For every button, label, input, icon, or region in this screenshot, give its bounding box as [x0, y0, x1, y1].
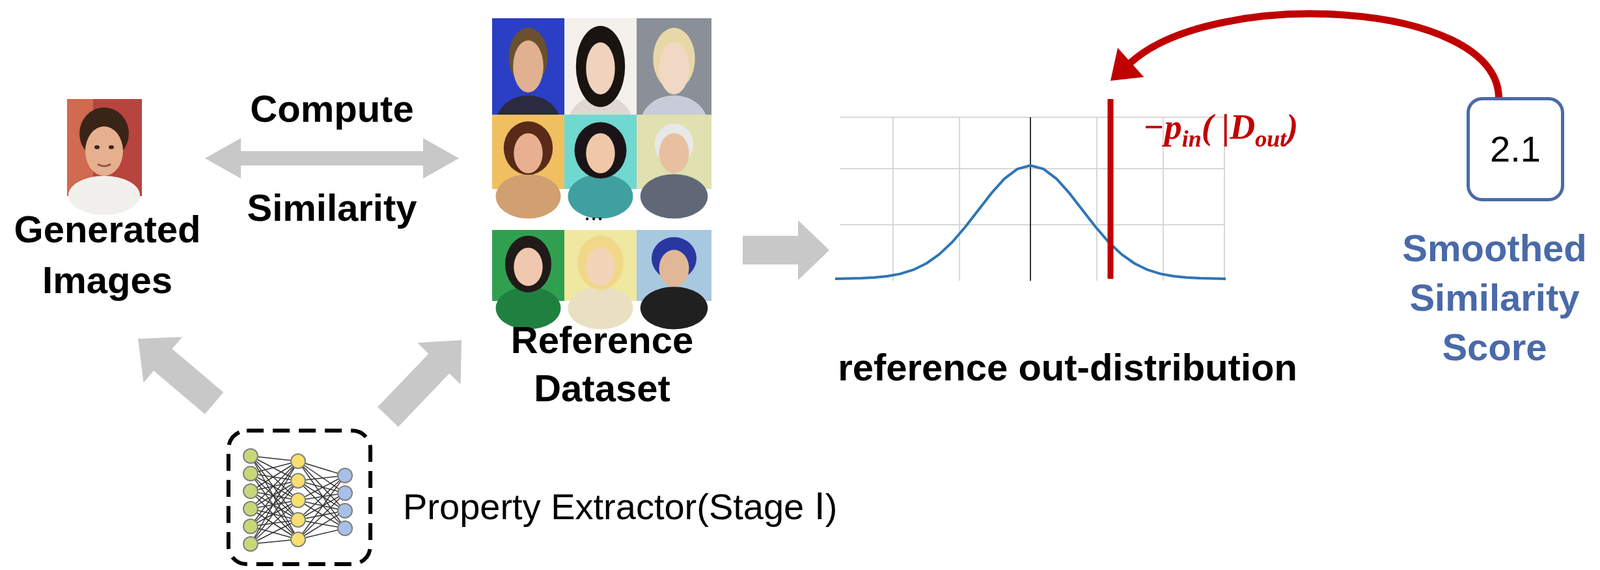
block-arrow — [377, 339, 462, 427]
generated-face-image-part — [94, 145, 100, 150]
chart-grid-part — [1096, 117, 1098, 281]
reference-face-tiles-part-part — [492, 229, 565, 301]
chart-grid-part — [892, 117, 894, 281]
block-arrow — [205, 137, 459, 179]
nn-unit — [243, 536, 258, 551]
node-label: Property Extractor(Stage Ⅰ) — [402, 483, 937, 530]
formula-part: out — [1255, 125, 1287, 152]
block-arrow — [742, 220, 830, 280]
neural-net-icon — [243, 448, 353, 551]
node-caption: Smoothed Similarity Score — [1396, 223, 1593, 372]
node: Generated Images — [9, 97, 206, 293]
reference-face-tiles-part-part — [577, 235, 624, 290]
generated-face-image-part — [97, 164, 111, 166]
formula-part: ( |D — [1201, 107, 1256, 147]
reference-face-tiles-part-part — [585, 247, 615, 286]
edge-label-wrap: Compute Similarity — [246, 59, 417, 258]
nn-unit — [290, 531, 306, 547]
mean-line — [1029, 117, 1032, 281]
formula-part: ) — [1286, 107, 1298, 147]
connector — [205, 137, 459, 179]
nn-unit — [243, 466, 258, 481]
nn-unit — [337, 485, 353, 500]
score-value: 2.1 — [1469, 100, 1561, 198]
formula-part: −p — [1143, 107, 1183, 147]
nn-unit — [290, 453, 306, 469]
formula-part: in — [1182, 125, 1202, 152]
chart-grid-part — [958, 117, 961, 281]
formula-wrap: −pin( |Dout) — [1143, 104, 1298, 154]
nn-unit — [290, 512, 306, 527]
reference-face-tiles-part-part — [640, 173, 709, 219]
reference-face-tiles-part — [636, 229, 712, 330]
ellipsis-label: ... — [583, 198, 604, 226]
nn-unit — [337, 520, 353, 536]
connector — [377, 339, 462, 427]
nn-unit — [290, 492, 306, 508]
nn-unit — [243, 518, 258, 534]
reference-face-tiles-part-part — [564, 114, 637, 189]
node-label: Generated Images — [9, 203, 206, 306]
reference-face-tiles-part-part — [505, 235, 552, 293]
nn-link — [298, 499, 345, 528]
reference-face-tiles-part-part — [659, 133, 690, 174]
reference-face-tiles-part-part — [574, 121, 627, 179]
chart-grid-part — [839, 167, 1225, 170]
extractor-dashed-box — [228, 430, 371, 564]
score-box: 2.1 — [1466, 96, 1565, 202]
reference-face-tiles-part — [636, 114, 712, 219]
node: 2.1Smoothed Similarity Score — [1396, 91, 1593, 365]
generated-face-image-part — [108, 145, 114, 150]
node-label: Reference Dataset — [488, 315, 717, 413]
connector — [1110, 13, 1500, 97]
reference-face-tiles-part-part — [496, 173, 562, 219]
reference-face-tiles-part-part — [503, 121, 553, 175]
nn-unit — [243, 501, 258, 516]
reference-face-tiles-part-part — [576, 26, 625, 107]
chart-grid-part — [839, 223, 1225, 226]
edge-label: Compute Similarity — [246, 59, 417, 258]
ellipsis-wrap: ... — [583, 198, 604, 226]
reference-face-tiles-part-part — [564, 18, 637, 115]
curved-arrow — [1130, 13, 1499, 97]
nn-unit — [337, 468, 353, 483]
reference-face-tiles-part-part — [513, 133, 543, 174]
generated-face-image-part — [85, 126, 124, 176]
reference-face-tiles-part — [492, 229, 565, 330]
connector — [137, 336, 224, 414]
gaussian-curve — [835, 165, 1226, 279]
reference-face-tiles-part-part — [659, 42, 690, 95]
nn-unit — [243, 483, 258, 498]
reference-face-tiles-part — [492, 114, 565, 219]
nn-unit — [243, 448, 258, 463]
generated-face-image — [67, 98, 142, 215]
nn-unit — [337, 503, 353, 518]
reference-face-tiles-part-part — [585, 133, 615, 174]
reference-face-tiles-part-part — [513, 247, 543, 286]
reference-face-tiles — [492, 18, 712, 330]
nn-unit — [290, 473, 306, 488]
connector — [742, 220, 830, 280]
block-arrow — [137, 336, 224, 414]
threshold-line — [1107, 98, 1114, 279]
reference-face-tiles-part — [564, 229, 637, 330]
reference-face-tiles-part-part — [585, 42, 615, 95]
node: Property Extractor(Stage Ⅰ) — [221, 424, 944, 567]
reference-face-tiles-part-part — [659, 249, 690, 288]
node-label: reference out-distribution — [813, 344, 1322, 390]
reference-face-tiles-part-part — [512, 40, 544, 93]
arrow-head — [1110, 48, 1144, 81]
